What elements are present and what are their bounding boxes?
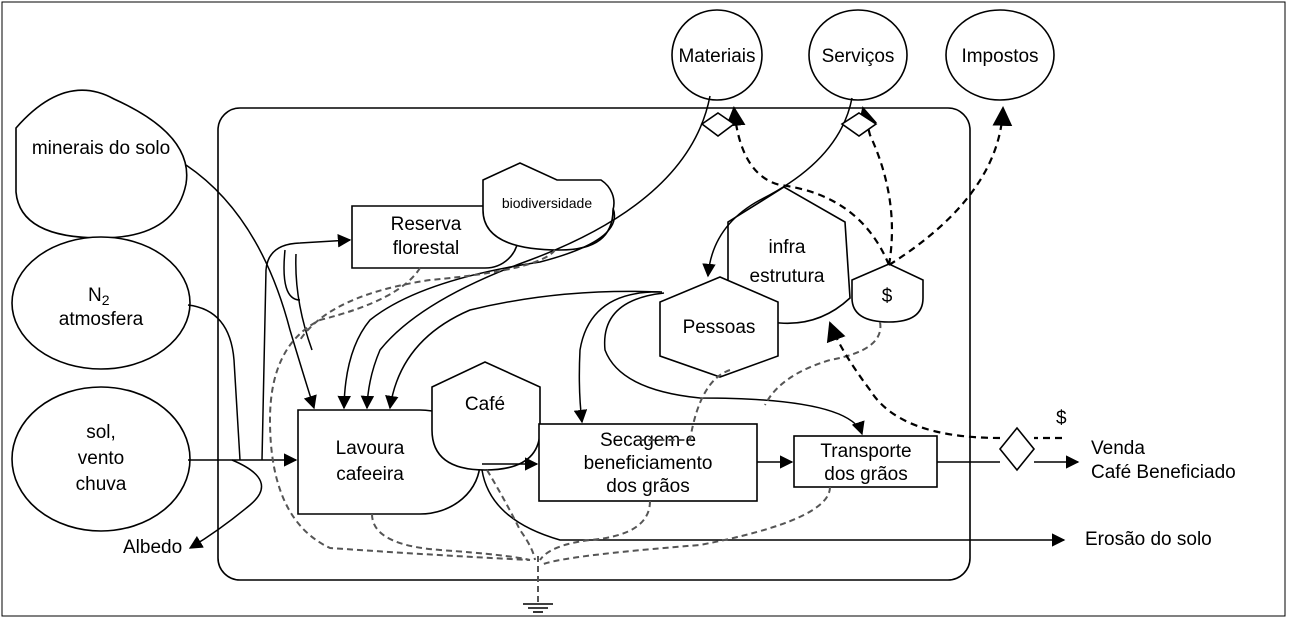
transaction-diamond-servicos — [840, 112, 878, 137]
secagem-label-1: Secagem e — [600, 430, 696, 451]
transporte-label-1: Transporte — [820, 441, 911, 462]
venda-label-1: Venda — [1091, 438, 1145, 459]
secagem-label-3: dos grãos — [606, 476, 689, 497]
source-sol-label-1: sol, — [86, 422, 116, 443]
source-servicos-label: Serviços — [822, 46, 895, 67]
source-n2: N2 atmosfera — [11, 236, 191, 370]
pessoas-label: Pessoas — [683, 317, 756, 338]
storage-infra-estrutura: infra estrutura — [727, 186, 851, 325]
storage-biodiversidade: biodiversidade — [482, 162, 615, 251]
transporte-label-2: dos grãos — [824, 464, 907, 485]
source-sol-label-3: chuva — [76, 474, 127, 495]
heat-sink-flows — [268, 249, 882, 604]
reserva-label-2: florestal — [393, 238, 460, 259]
source-materiais: Materiais — [671, 9, 763, 101]
lavoura-label-1: Lavoura — [336, 438, 405, 459]
albedo-label: Albedo — [123, 537, 182, 558]
system-boundary — [217, 107, 971, 581]
transaction-diamond-venda — [998, 426, 1036, 472]
source-sol-label-2: vento — [78, 448, 124, 469]
storage-cafe: Café — [431, 361, 541, 471]
energy-flows — [185, 95, 1080, 549]
source-minerais-label: minerais do solo — [32, 138, 170, 159]
storage-dinheiro: $ — [851, 263, 924, 323]
source-minerais: minerais do solo — [15, 89, 188, 239]
source-n2-label: N2 — [88, 285, 110, 308]
consumer-pessoas: Pessoas — [659, 276, 779, 378]
process-secagem: Secagem e beneficiamento dos grãos — [538, 423, 758, 502]
infra-label-1: infra — [769, 237, 806, 258]
cafe-label: Café — [465, 394, 505, 415]
biodiversidade-label: biodiversidade — [502, 195, 592, 211]
source-sol-vento-chuva: sol, vento chuva — [11, 386, 191, 532]
source-impostos: Impostos — [945, 9, 1055, 101]
source-servicos: Serviços — [808, 9, 908, 101]
secagem-label-2: beneficiamento — [584, 453, 713, 474]
producer-reserva-florestal: Reserva florestal — [351, 205, 519, 269]
source-impostos-label: Impostos — [961, 46, 1038, 67]
process-transporte: Transporte dos grãos — [793, 435, 938, 488]
lavoura-label-2: cafeeira — [336, 464, 404, 485]
erosao-label: Erosão do solo — [1085, 529, 1212, 550]
dinheiro-label: $ — [882, 286, 893, 307]
money-in-label: $ — [1056, 408, 1067, 429]
source-materiais-label: Materiais — [678, 46, 755, 67]
source-n2-sublabel: atmosfera — [59, 309, 144, 330]
heat-sink-symbol — [523, 603, 553, 613]
transaction-diamond-materiais — [700, 112, 736, 137]
money-flows — [725, 106, 1062, 440]
infra-label-2: estrutura — [750, 266, 825, 287]
reserva-label-1: Reserva — [391, 214, 462, 235]
venda-label-2: Café Beneficiado — [1091, 462, 1236, 483]
